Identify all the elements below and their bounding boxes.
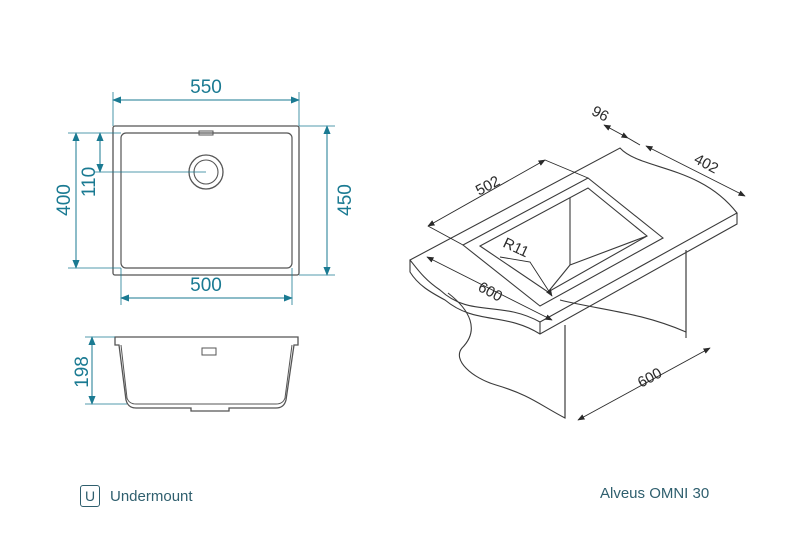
sink-inner-outline — [120, 132, 293, 269]
iso-dimensions — [426, 124, 746, 421]
sink-side-inner — [120, 344, 293, 405]
label-502: 502 — [473, 173, 503, 200]
dim-line-402 — [645, 145, 746, 197]
label-198: 198 — [72, 356, 93, 388]
label-110: 110 — [79, 167, 100, 197]
label-500: 500 — [190, 275, 222, 296]
dim-line-96 — [603, 124, 629, 139]
label-r11: R11 — [500, 235, 531, 262]
mount-type: U Undermount — [80, 485, 193, 507]
label-600-cabinet: 600 — [635, 365, 665, 392]
label-550: 550 — [190, 77, 222, 98]
mount-label: Undermount — [110, 487, 193, 505]
label-96: 96 — [589, 103, 612, 126]
top-view: 550 500 400 110 450 — [54, 77, 356, 305]
cabinet-left-panel — [447, 292, 566, 419]
radius-leader — [499, 256, 553, 297]
isometric-view — [409, 147, 738, 419]
sink-outer-outline — [112, 125, 300, 276]
overflow-slot — [198, 130, 214, 136]
dim-line-502 — [427, 159, 546, 227]
label-450: 450 — [335, 184, 356, 216]
side-view: 198 — [72, 336, 299, 412]
dim-line-600-cabinet — [577, 347, 711, 421]
label-400: 400 — [54, 184, 75, 216]
sink-side-outer — [114, 336, 299, 412]
undermount-badge: U — [80, 485, 100, 507]
label-402: 402 — [691, 151, 721, 178]
cabinet-back-panel — [559, 250, 687, 333]
worktop-top — [409, 147, 738, 323]
side-overflow — [201, 347, 217, 356]
dim-line-600-top — [426, 256, 553, 321]
label-600-top: 600 — [475, 279, 505, 306]
model-name: Alveus OMNI 30 — [600, 485, 710, 502]
